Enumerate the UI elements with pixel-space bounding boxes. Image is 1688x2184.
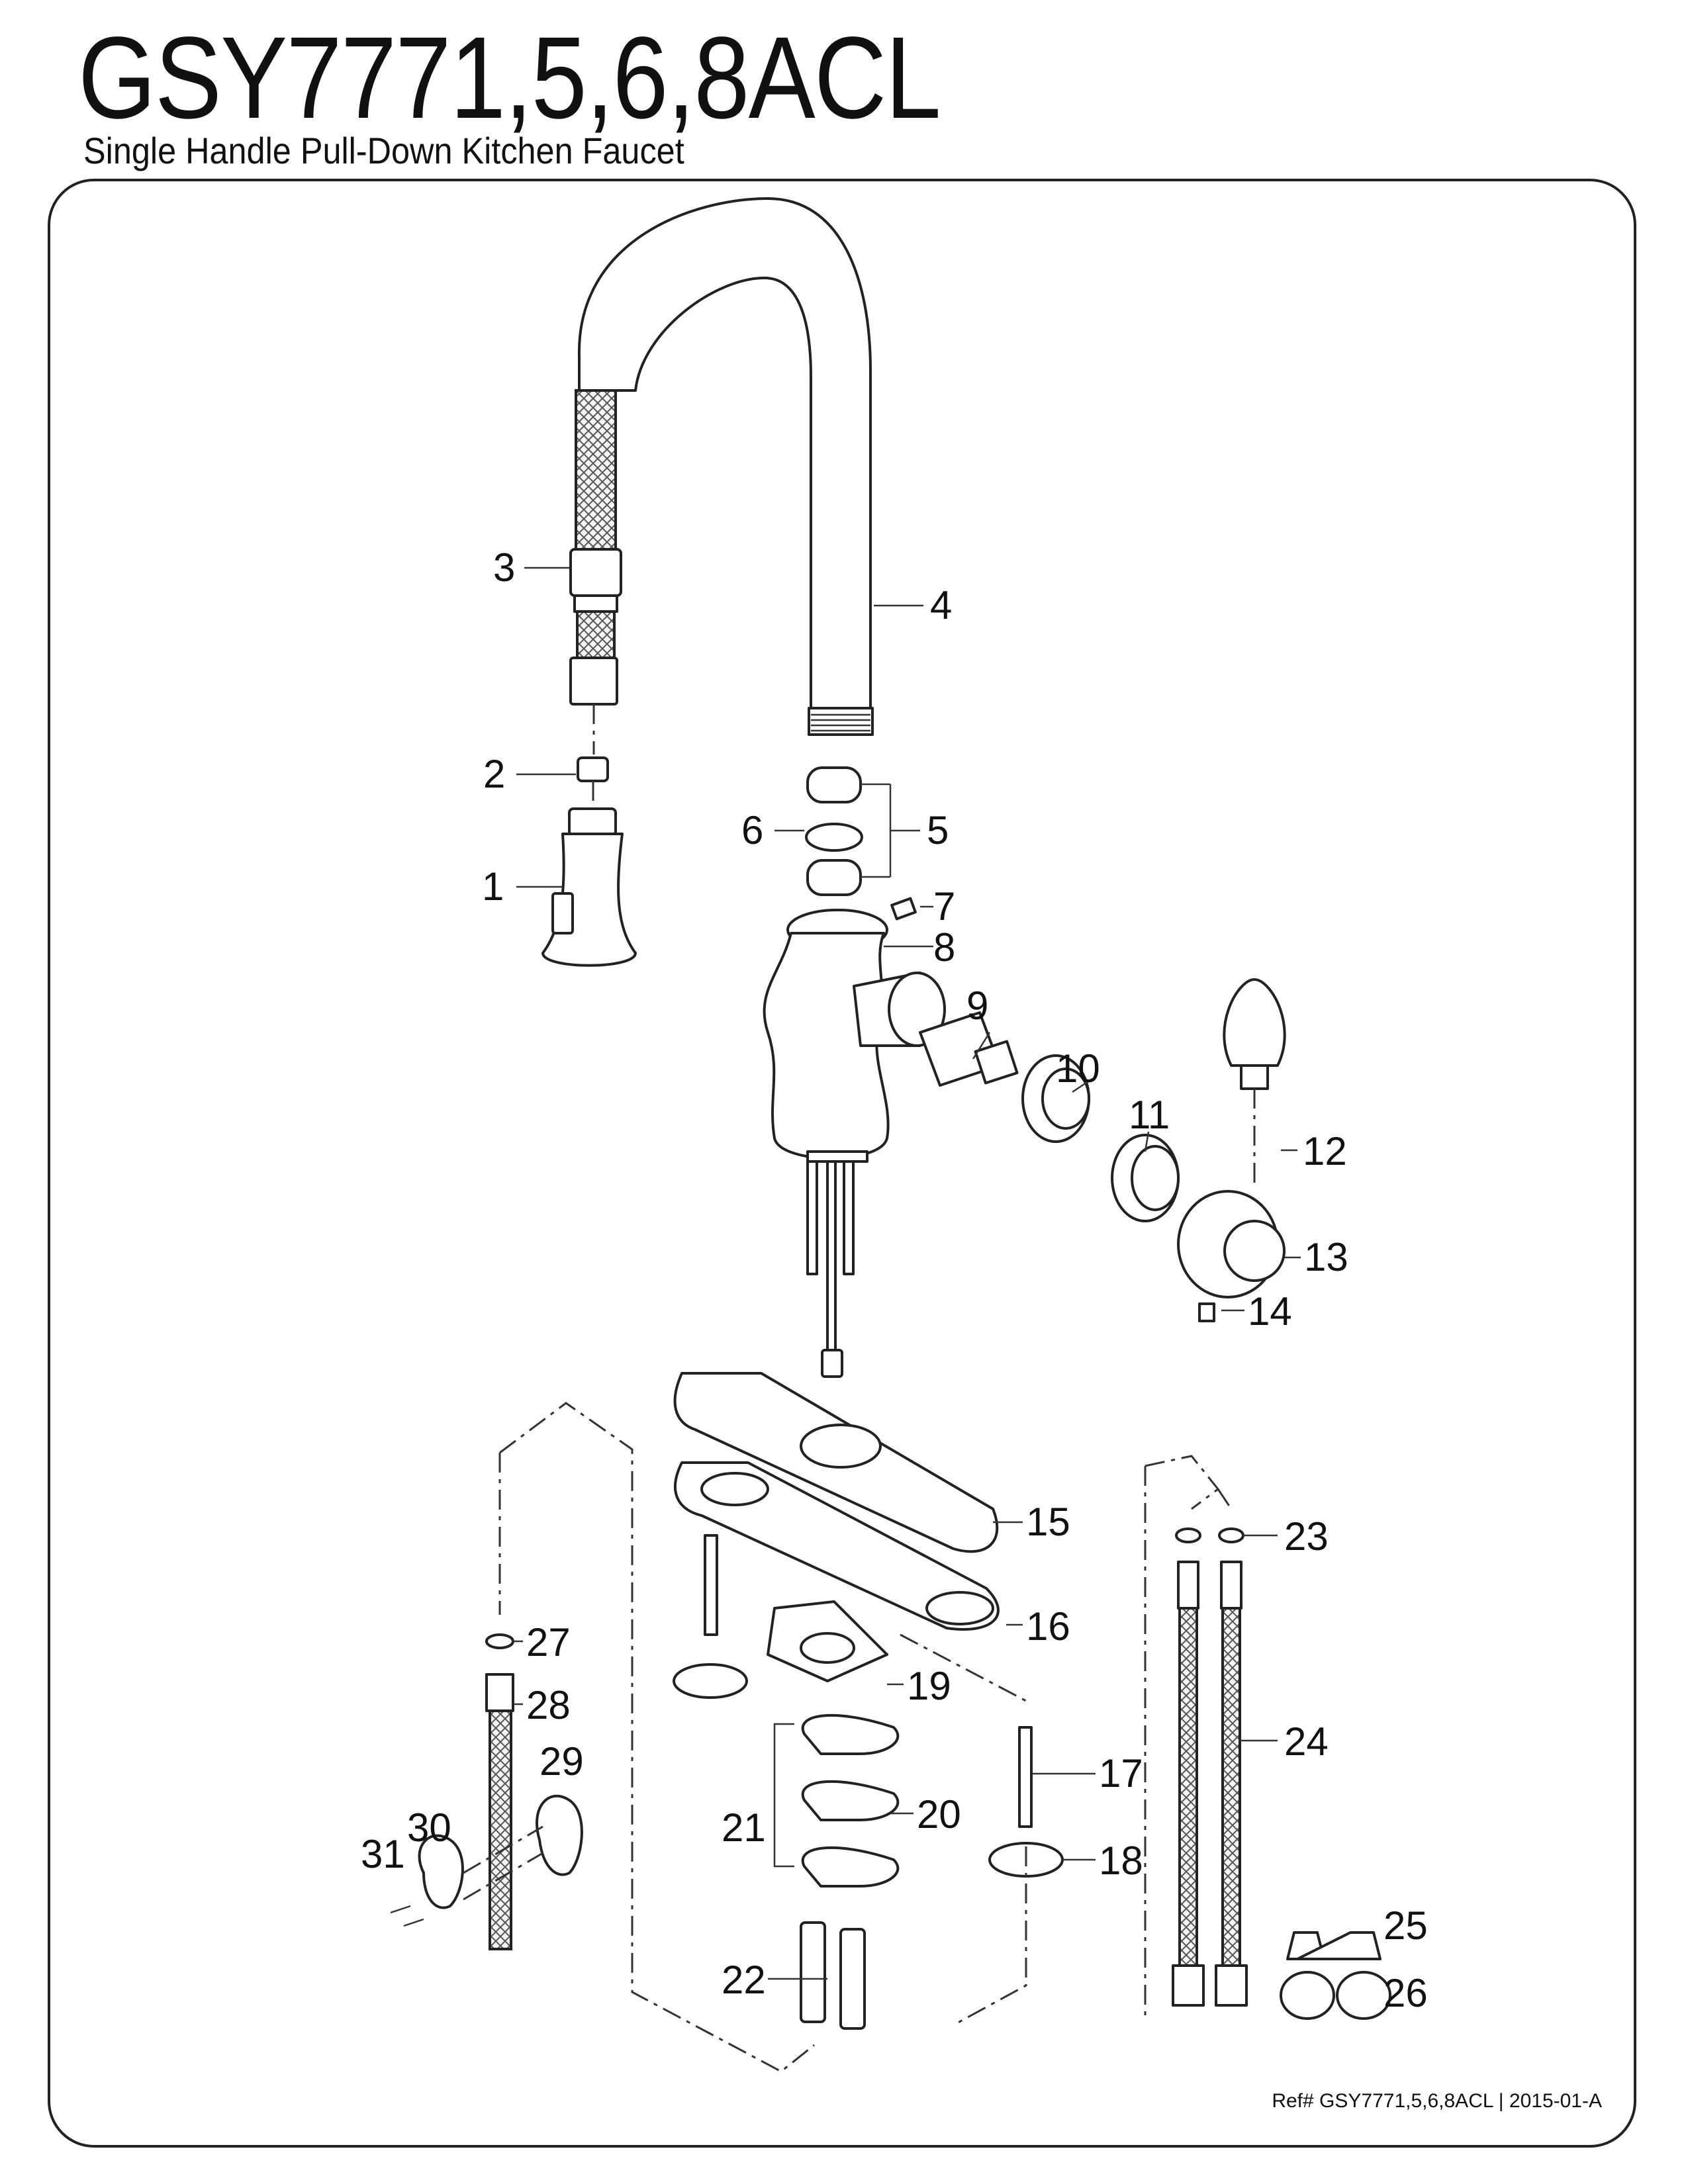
hose-part — [569, 389, 622, 754]
supply-line-parts — [1144, 1455, 1248, 2019]
callout-7: 7 — [933, 884, 955, 929]
callout-19: 19 — [907, 1664, 951, 1708]
callout-20: 20 — [917, 1792, 961, 1837]
compression-fitting-parts — [1280, 1931, 1391, 2020]
callout-30: 30 — [407, 1805, 451, 1850]
callout-25: 25 — [1383, 1903, 1428, 1948]
callout-31: 31 — [361, 1832, 405, 1876]
callout-12: 12 — [1303, 1129, 1347, 1173]
callout-17: 17 — [1099, 1751, 1143, 1796]
callout-labels: 1 2 3 4 5 6 7 8 9 10 11 12 13 14 15 16 1… — [361, 545, 1428, 2015]
callout-6: 6 — [741, 808, 763, 852]
callout-3: 3 — [493, 545, 515, 590]
callout-15: 15 — [1026, 1500, 1070, 1544]
cartridge-part — [919, 1011, 1019, 1087]
model-title: GSY7771,5,6,8ACL — [78, 13, 941, 143]
callout-4: 4 — [930, 583, 952, 627]
diagram-frame — [48, 179, 1636, 2148]
callout-5: 5 — [927, 808, 949, 852]
handle-screw-part — [1198, 1302, 1215, 1322]
set-screw-part — [840, 897, 917, 934]
leader-lines — [513, 567, 1301, 1980]
spout-part — [577, 197, 874, 736]
washer-part — [577, 756, 609, 807]
deck-plate-part — [673, 1372, 999, 1553]
bracket-part — [767, 1600, 888, 1682]
decorative-ring-part — [1111, 1134, 1180, 1222]
callout-8: 8 — [933, 925, 955, 970]
hose-weight-parts — [390, 1794, 583, 1927]
callout-9: 9 — [966, 983, 988, 1028]
callout-21: 21 — [722, 1805, 766, 1850]
bonnet-nut-part — [1021, 1054, 1090, 1143]
pull-down-hose-part — [485, 1633, 514, 1950]
callout-23: 23 — [1284, 1514, 1329, 1559]
reference-number: Ref# GSY7771,5,6,8ACL | 2015-01-A — [1272, 2090, 1602, 2112]
callout-14: 14 — [1248, 1289, 1292, 1334]
callout-28: 28 — [526, 1683, 571, 1727]
callout-10: 10 — [1056, 1046, 1100, 1091]
mounting-nut-parts — [800, 1921, 866, 2030]
faucet-body-part — [763, 909, 946, 1378]
callout-2: 2 — [483, 752, 505, 796]
lock-plate-parts — [773, 1713, 900, 1888]
hose-routing-line — [499, 1402, 815, 2073]
handle-base-part — [1177, 1190, 1286, 1298]
gasket-part — [674, 1461, 1000, 1631]
handle-lever-part — [1223, 978, 1286, 1185]
clip-ring-parts — [805, 766, 863, 896]
callout-22: 22 — [722, 1958, 766, 2002]
product-description: Single Handle Pull-Down Kitchen Faucet — [83, 130, 684, 171]
callout-26: 26 — [1383, 1971, 1428, 2015]
callout-18: 18 — [1099, 1839, 1143, 1883]
callout-29: 29 — [539, 1739, 584, 1784]
callout-27: 27 — [526, 1620, 571, 1664]
callout-13: 13 — [1304, 1235, 1348, 1279]
sprayer-head-part — [541, 807, 637, 967]
callout-24: 24 — [1284, 1719, 1329, 1764]
callout-11: 11 — [1129, 1093, 1170, 1137]
callout-16: 16 — [1026, 1604, 1070, 1649]
callout-1: 1 — [482, 864, 504, 909]
